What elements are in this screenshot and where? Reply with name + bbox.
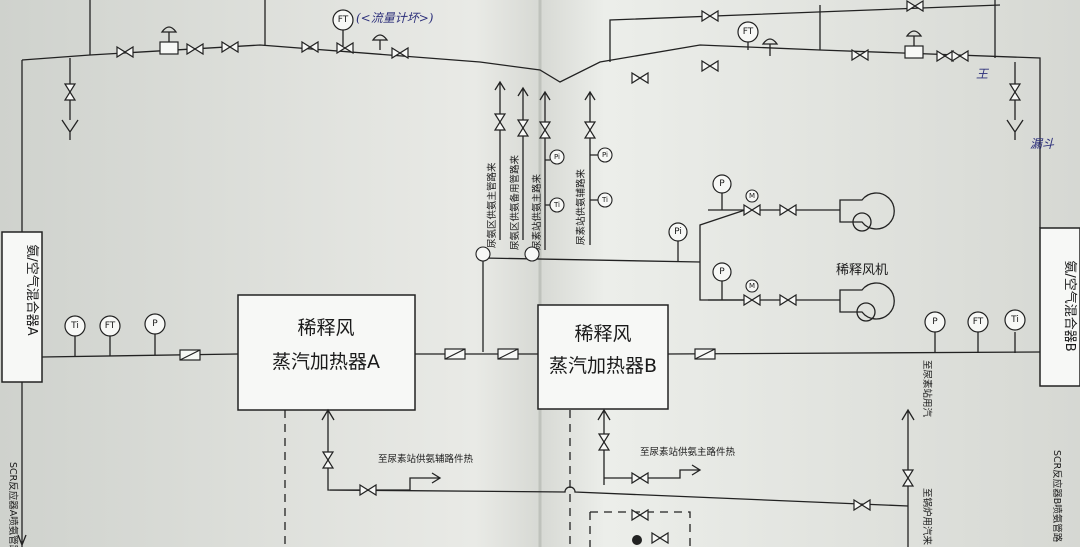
line-mixer-a-heater: Ti FT P xyxy=(41,313,239,361)
ft-top-left: FT xyxy=(332,9,354,46)
ti-mixer-a: Ti xyxy=(70,321,79,331)
ft-top-right-label: FT xyxy=(743,27,754,37)
heater-a-title-1: 稀释风 xyxy=(297,317,354,339)
fan-assembly: P P Pi M M xyxy=(668,174,895,322)
label-boiler-steam: 至锅炉用汽来 xyxy=(921,488,933,546)
motor-valve-lower: M xyxy=(749,282,755,290)
pi-header xyxy=(475,246,491,262)
heater-b-title-2: 蒸汽加热器B xyxy=(549,355,657,377)
label-scr-a: SCR反应器A喷氨管路 xyxy=(7,462,19,547)
fan-label: 稀释风机 xyxy=(836,263,888,278)
p-header xyxy=(524,246,540,262)
handwritten-mark-right: 王 xyxy=(976,67,990,81)
heater-a xyxy=(237,294,416,411)
steam-lines xyxy=(284,408,915,547)
ft-top-left-label: FT xyxy=(338,15,349,25)
p-fan-upper: P xyxy=(719,179,725,189)
line-heater-a-b xyxy=(415,348,538,360)
ti-mixer-b: Ti xyxy=(1010,315,1019,325)
p-mixer-a: P xyxy=(152,319,158,329)
line-heater-b-mixer-b: P FT Ti xyxy=(667,309,1041,360)
mixer-a-outlet xyxy=(17,382,27,547)
label-scr-b: SCR反应器B喷氨管路 xyxy=(1051,450,1063,543)
label-urea-aux: 尿素站供氨辅路来 xyxy=(575,168,587,245)
ft-top-right: FT xyxy=(737,21,759,50)
label-ammonia-backup: 尿氨区供氨备用管路来 xyxy=(509,154,521,250)
heater-a-title-2: 蒸汽加热器A xyxy=(272,351,380,373)
label-urea-main: 尿素站供氨主路来 xyxy=(531,173,543,250)
ti-urea-aux: Ti xyxy=(601,196,608,204)
top-piping xyxy=(21,0,1041,232)
label-to-urea-aux-trace: 至尿素站供氨辅路件热 xyxy=(378,453,474,465)
ft-mixer-b: FT xyxy=(973,317,984,327)
heater-b xyxy=(537,304,669,410)
mixer-b xyxy=(1039,227,1080,387)
handwritten-top-note: (<流量计坏>) xyxy=(356,11,434,25)
p-fan-lower: P xyxy=(719,267,725,277)
pi-fan: Pi xyxy=(674,227,682,237)
mixer-a xyxy=(1,231,43,383)
p-mixer-b: P xyxy=(932,317,938,327)
heater-b-title-1: 稀释风 xyxy=(574,323,631,345)
label-to-urea-main-trace: 至尿素站供氨主路件热 xyxy=(640,446,736,458)
ft-mixer-a: FT xyxy=(105,321,116,331)
mixer-b-label: 氨/空气混合器B xyxy=(1062,260,1078,351)
pi-urea-aux: Pi xyxy=(602,151,608,159)
incoming-pipes: Pi Ti Pi Ti xyxy=(494,80,613,250)
mixer-a-label: 氨/空气混合器A xyxy=(24,244,40,335)
pi-urea-main: Pi xyxy=(554,153,560,161)
motor-valve-upper: M xyxy=(749,192,755,200)
handwritten-drain: 漏斗 xyxy=(1030,137,1055,151)
label-to-urea-steam: 至尿素站用汽 xyxy=(921,360,933,418)
ti-urea-main: Ti xyxy=(553,201,560,209)
label-ammonia-main: 尿氨区供氨主管路来 xyxy=(486,162,498,248)
